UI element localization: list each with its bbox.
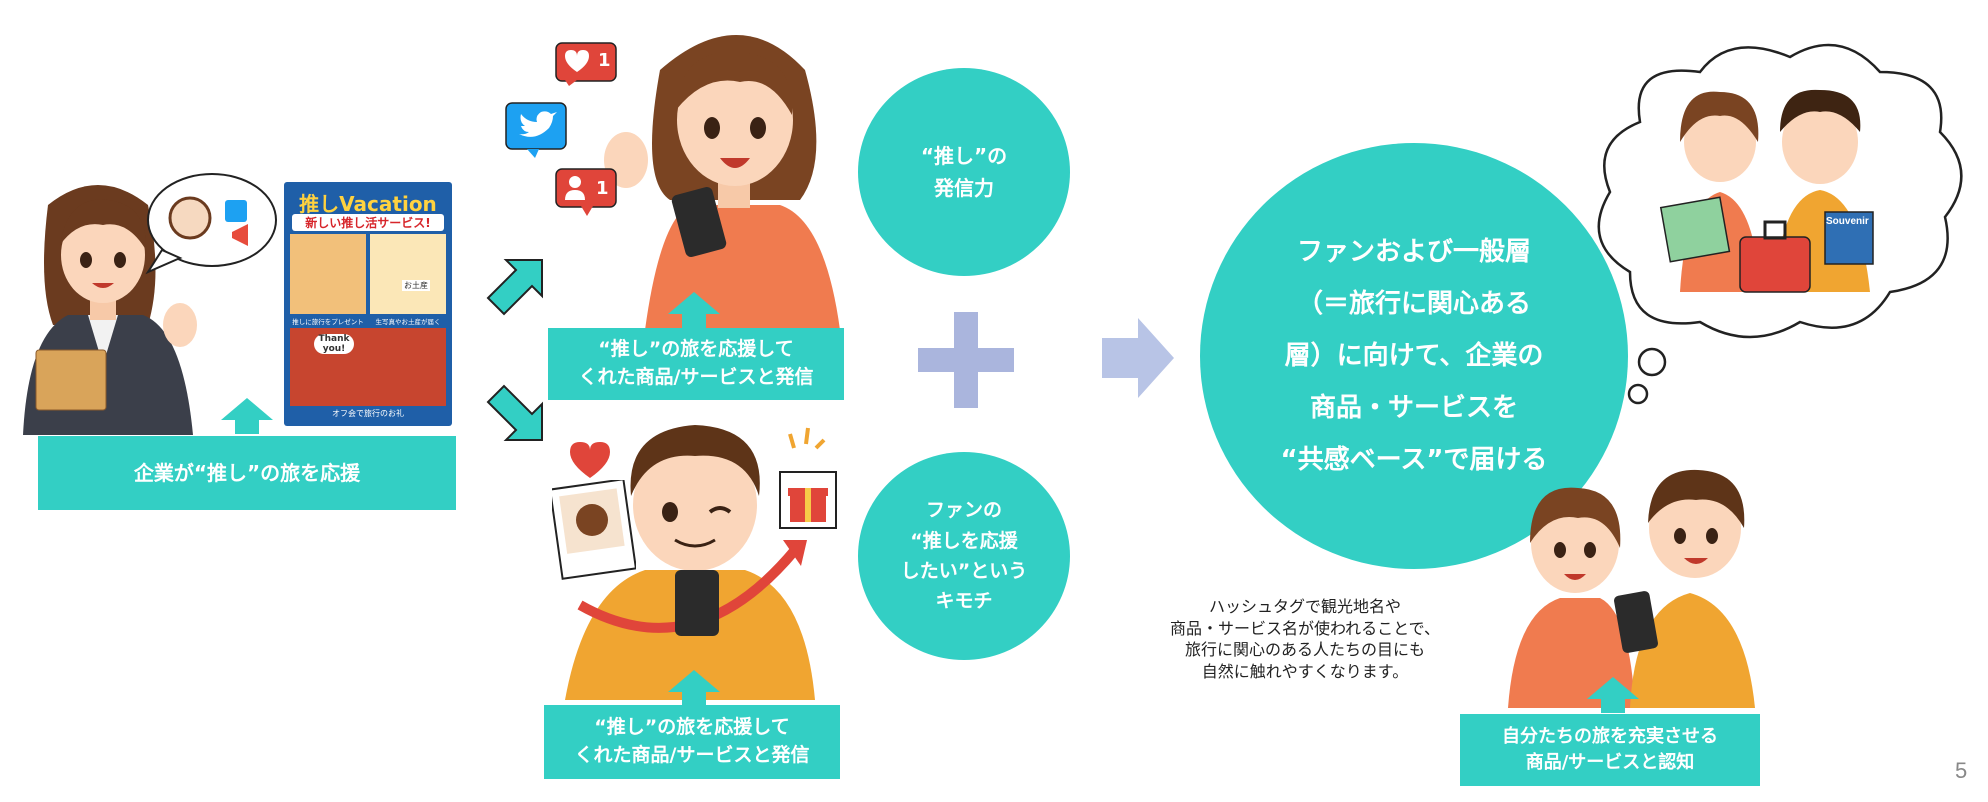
couple-with-phone-illustration [1508, 469, 1755, 708]
oshi-vacation-poster: 推しVacation 新しい推し活サービス! お土産 推しに旅行をプレゼント 生… [284, 182, 452, 426]
right-up-arrow [1587, 677, 1639, 713]
bottom-label-box: “推し”の旅を応援して くれた商品/サービスと発信 [544, 705, 840, 779]
gift-box-icon [779, 471, 837, 529]
waving-girl-illustration [604, 35, 840, 330]
like-count: 1 [598, 50, 611, 71]
top-up-arrow [668, 292, 720, 328]
left-label-text: 企業が“推し”の旅を応援 [133, 460, 361, 485]
top-label-line2: くれた商品/サービスと発信 [578, 366, 814, 388]
poster-thank-you: Thank you! [314, 334, 354, 354]
plus-sign [918, 312, 1014, 408]
souvenir-label: Souvenir [1826, 216, 1869, 227]
note-line1: ハッシュタグで観光地名や [1208, 597, 1401, 616]
bottom-up-arrow [668, 670, 720, 706]
big-circle-line2: （＝旅行に関心ある [1296, 289, 1531, 319]
big-right-arrow [1102, 318, 1174, 398]
left-up-arrow [221, 398, 273, 434]
right-label-box: 自分たちの旅を充実させる 商品/サービスと認知 [1460, 714, 1760, 786]
big-circle-line1: ファンおよび一般層 [1296, 237, 1531, 267]
speech-bubble [145, 173, 277, 275]
bottom-label-line2: くれた商品/サービスと発信 [574, 744, 810, 766]
thought-bubble [1597, 43, 1963, 405]
follower-count: 1 [596, 178, 609, 199]
big-circle-line4: 商品・サービスを [1309, 393, 1518, 423]
twitter-bird-icon [505, 102, 567, 158]
note-line2: 商品・サービス名が使われることで、 [1169, 618, 1441, 638]
circle-fan-line4: キモチ [935, 590, 993, 613]
poster-title: 推しVacation [299, 192, 437, 216]
page-number: 5 [1955, 758, 1968, 783]
follower-icon [555, 168, 617, 216]
winking-boy-illustration [565, 425, 815, 700]
left-label-box: 企業が“推し”の旅を応援 [38, 436, 456, 510]
circle-fan-feeling: ファンの “推しを応援 したい”という キモチ [858, 452, 1070, 660]
circle-fan-line2: “推しを応援 [910, 529, 1018, 552]
right-label-line2: 商品/サービスと認知 [1525, 752, 1695, 773]
hashtag-note: ハッシュタグで観光地名や 商品・サービス名が使われることで、 旅行に関心のある人… [1155, 596, 1455, 682]
arrow-down-right [486, 384, 543, 441]
arrow-up-right [486, 259, 543, 316]
poster-panel1-caption: 推しに旅行をプレゼント [292, 318, 364, 326]
poster-panel2-caption: 生写真やお土産が届く [375, 318, 441, 326]
poster-panel-1 [290, 234, 366, 314]
note-line3: 旅行に関心のある人たちの目にも [1184, 640, 1425, 660]
circle-fan-line3: したい”という [900, 560, 1028, 582]
poster-panel-2 [370, 234, 446, 314]
bottom-label-line1: “推し”の旅を応援して [594, 716, 790, 739]
circle-oshi-line1: “推し”の [920, 144, 1008, 168]
businesswoman-illustration [23, 185, 197, 435]
note-line4: 自然に触れやすくなります。 [1201, 661, 1409, 681]
red-heart-icon [570, 442, 610, 478]
circle-oshi-line2: 発信力 [934, 176, 994, 200]
heart-like-icon [555, 42, 617, 86]
sparkle-icon [788, 427, 826, 450]
top-label-box: “推し”の旅を応援して くれた商品/サービスと発信 [548, 328, 844, 400]
poster-souvenir-label: お土産 [402, 280, 430, 291]
big-circle-line3: 層）に向けて、企業の [1284, 341, 1544, 371]
poster-panel3-caption: オフ会で旅行のお礼 [332, 409, 404, 418]
big-circle-line5: “共感ベース”で届ける [1280, 445, 1548, 475]
poster-subtitle: 新しい推し活サービス! [292, 214, 444, 231]
poster-panel-3 [290, 328, 446, 406]
polaroid-photo [552, 480, 636, 580]
top-label-line1: “推し”の旅を応援して [598, 338, 794, 361]
circle-oshi-influence: “推し”の 発信力 [858, 68, 1070, 276]
circle-fan-line1: ファンの [925, 499, 1002, 522]
right-label-line1: 自分たちの旅を充実させる [1502, 725, 1718, 747]
